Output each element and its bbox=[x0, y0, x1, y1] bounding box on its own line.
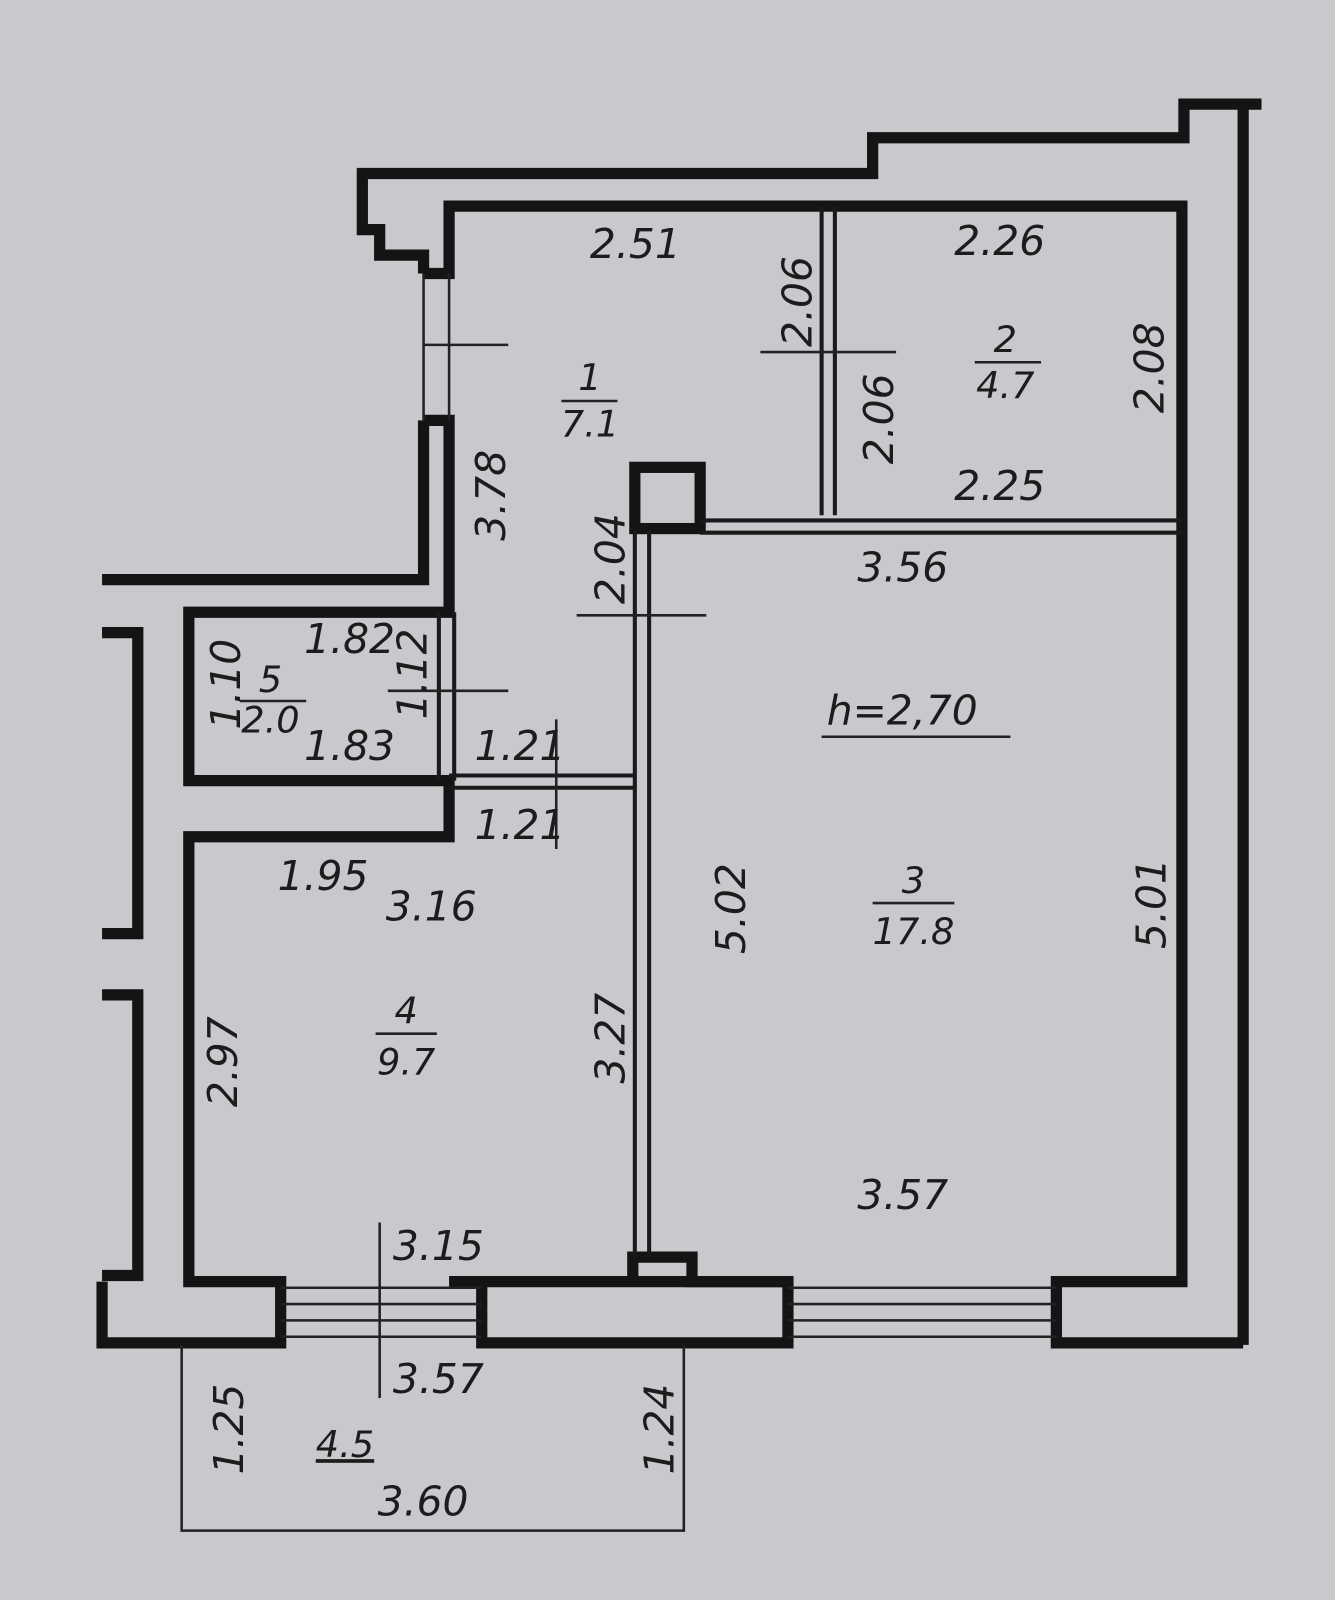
dim: 3.15 bbox=[393, 1222, 484, 1270]
dim: 5.02 bbox=[707, 863, 755, 954]
dim: 2.26 bbox=[954, 217, 1045, 265]
dim: 1.95 bbox=[278, 852, 369, 900]
windows bbox=[280, 273, 1057, 1339]
room-4-number: 4 bbox=[395, 989, 418, 1032]
ceiling-height: h=2,70 bbox=[827, 686, 978, 734]
dim: 3.60 bbox=[378, 1477, 469, 1525]
dim: 1.21 bbox=[475, 722, 566, 770]
room-3-area: 17.8 bbox=[873, 910, 955, 953]
dimension-labels: 2.51 3.78 2.04 2.06 2.26 2.06 2.08 2.25 … bbox=[199, 217, 1176, 1525]
room-2-number: 2 bbox=[994, 318, 1017, 361]
dim: 3.78 bbox=[467, 450, 515, 541]
dimension-lines bbox=[180, 343, 1011, 1532]
dim: 2.08 bbox=[1126, 322, 1174, 413]
dim: 1.83 bbox=[304, 722, 395, 770]
dim: 2.06 bbox=[855, 373, 903, 464]
room-1-area: 7.1 bbox=[561, 403, 619, 446]
dim: 3.57 bbox=[857, 1171, 948, 1219]
dim: 1.25 bbox=[205, 1384, 253, 1475]
balcony-area: 4.5 bbox=[316, 1423, 374, 1466]
dim: 3.57 bbox=[393, 1355, 484, 1403]
walls bbox=[96, 98, 1262, 1349]
dim: 1.10 bbox=[202, 639, 250, 730]
dim: 3.56 bbox=[857, 544, 948, 592]
room-3-number: 3 bbox=[902, 859, 925, 902]
room-labels: 1 7.1 2 4.7 3 17.8 4 9.7 5 2.0 4.5 h=2,7… bbox=[239, 318, 1042, 1466]
dim: 2.04 bbox=[587, 513, 635, 604]
room-5-number: 5 bbox=[259, 658, 282, 701]
dim: 5.01 bbox=[1128, 858, 1176, 949]
dim: 1.21 bbox=[475, 801, 566, 849]
dim: 1.24 bbox=[636, 1384, 684, 1475]
dim: 3.27 bbox=[587, 993, 635, 1084]
room-5-area: 2.0 bbox=[241, 699, 299, 742]
dim: 2.25 bbox=[954, 462, 1045, 510]
partitions bbox=[436, 206, 1182, 1258]
dim: 2.51 bbox=[590, 220, 681, 268]
dim: 2.97 bbox=[199, 1016, 247, 1107]
room-1-number: 1 bbox=[578, 356, 601, 399]
dim: 1.12 bbox=[389, 629, 437, 720]
dim: 3.16 bbox=[386, 882, 477, 930]
room-2-area: 4.7 bbox=[976, 364, 1035, 407]
dim: 2.06 bbox=[773, 256, 821, 347]
dim: 1.82 bbox=[304, 615, 395, 663]
room-4-area: 9.7 bbox=[377, 1040, 436, 1083]
